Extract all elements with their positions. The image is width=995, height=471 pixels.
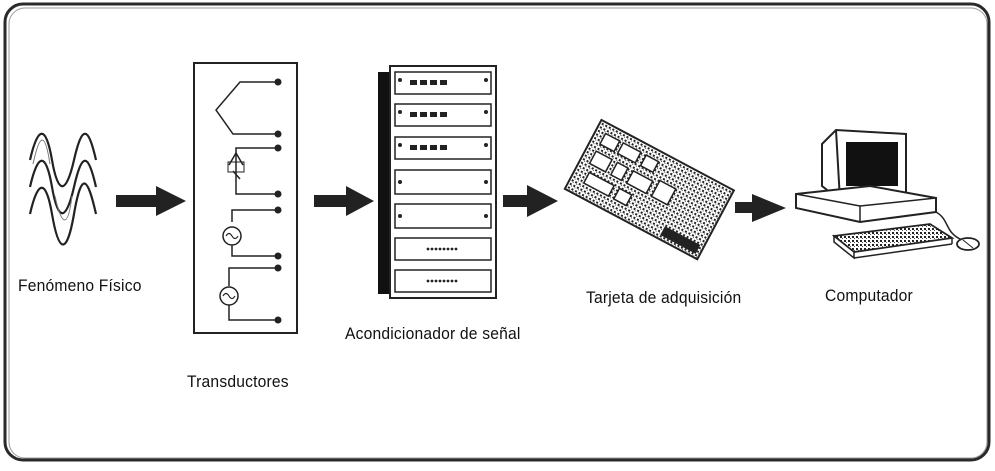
- label-transductores: Transductores: [187, 372, 289, 391]
- label-acondicionador: Acondicionador de señal: [345, 324, 521, 343]
- arrow-icon: [314, 186, 374, 216]
- transducer-icon: [193, 62, 298, 334]
- arrow-icon: [735, 194, 786, 222]
- label-tarjeta-adquisicion: Tarjeta de adquisición: [586, 288, 742, 307]
- arrow-icon: [116, 186, 186, 216]
- label-computador: Computador: [825, 286, 913, 305]
- outer-frame: [3, 2, 991, 462]
- wave-icon: [28, 132, 98, 246]
- computer-icon: [795, 128, 980, 260]
- arrow-icon: [503, 185, 558, 217]
- outer-frame-shadow: [8, 7, 988, 459]
- rack-icon: [378, 65, 497, 299]
- daq-card-icon: [563, 118, 736, 261]
- label-fenomeno-fisico: Fenómeno Físico: [18, 276, 142, 295]
